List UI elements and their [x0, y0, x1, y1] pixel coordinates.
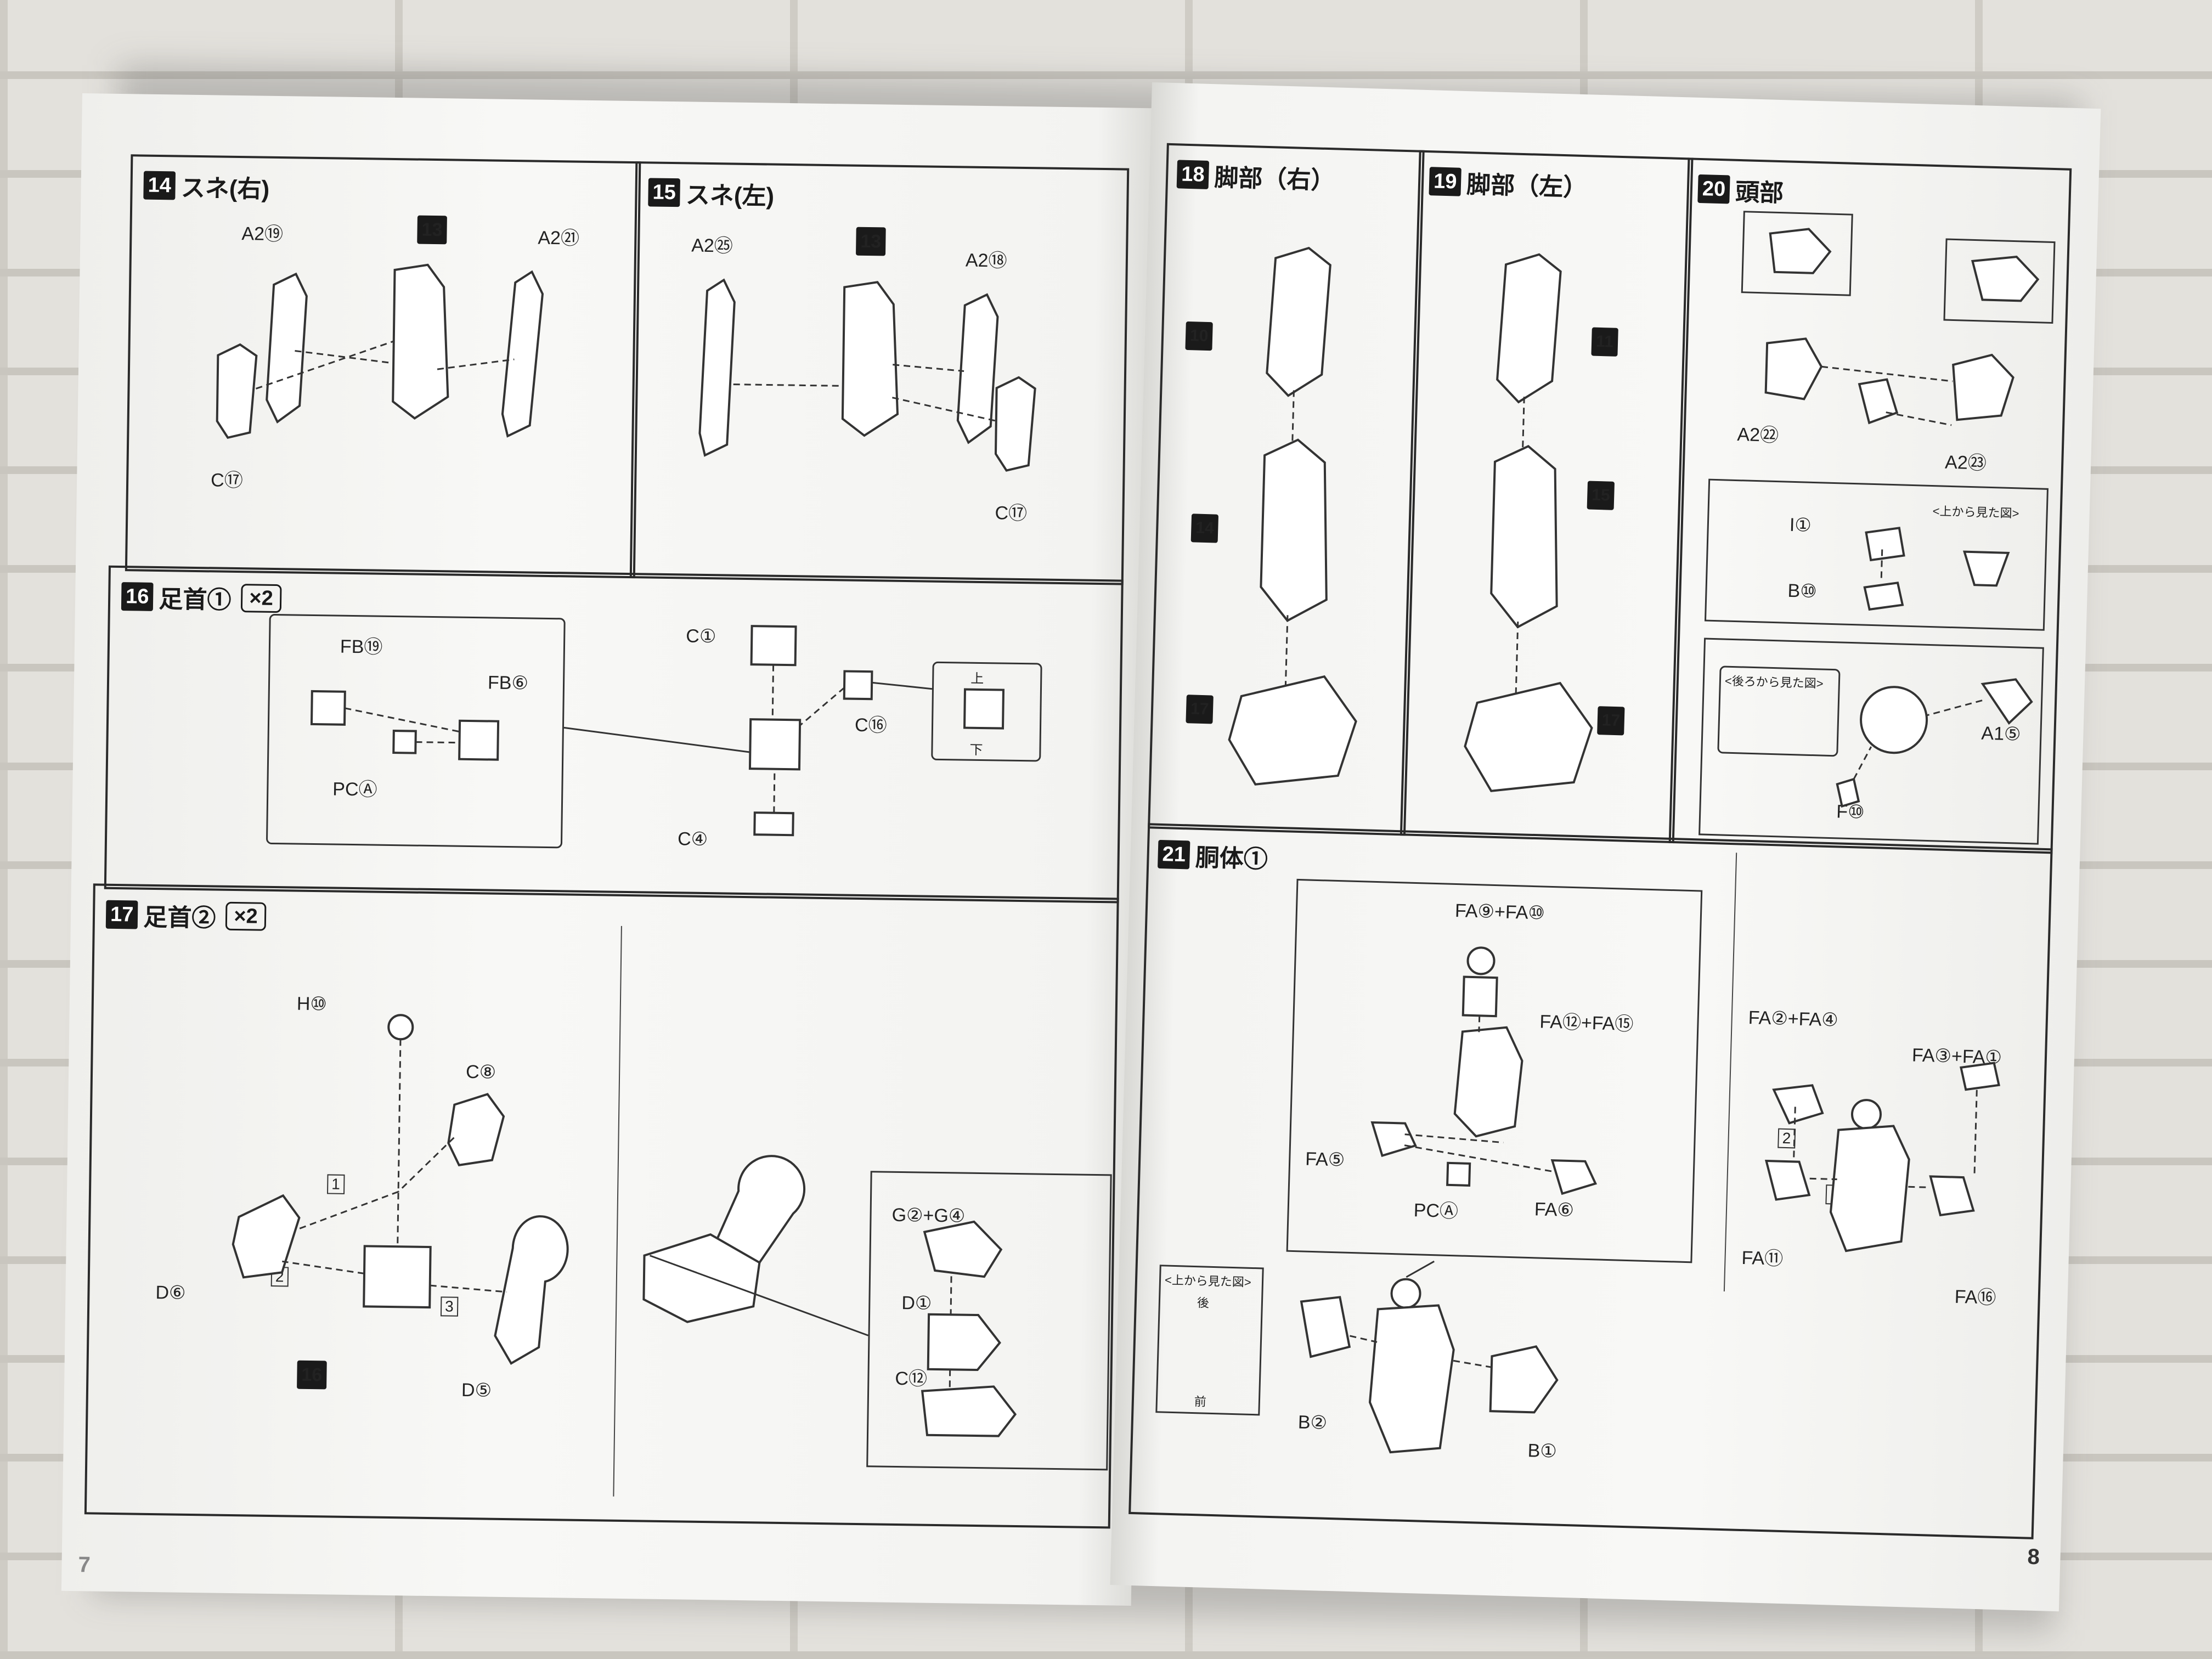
- step-21-panel: 21 胴体① FA⑨+FA⑩ FA⑫+FA⑮ FA⑤ PCⒶ FA⑥ FA②+F…: [1128, 823, 2053, 1539]
- step-15-diagram: [698, 278, 1036, 472]
- step-14-panel: 14 スネ(右) A2⑲ 13 A2㉑ C⑰: [125, 154, 641, 579]
- step-21-diagram: [1300, 853, 2000, 1454]
- right-page: 18 脚部（右） 10 14 17 19 脚部（左） 11 15 17: [1110, 82, 2101, 1612]
- step-17-diagram: [232, 926, 1017, 1497]
- step-14-diagram: [216, 263, 544, 439]
- step-18-panel: 18 脚部（右） 10 14 17: [1148, 143, 1425, 836]
- left-page: 14 スネ(右) A2⑲ 13 A2㉑ C⑰ 15 スネ(左) A2㉕: [61, 93, 1152, 1606]
- step-15-panel: 15 スネ(左) A2㉕ 13 A2⑱ C⑰: [629, 161, 1130, 585]
- step-19-diagram: [1464, 253, 1593, 792]
- step-17-panel: 17 足首② ×2 H⑩ C⑧ D⑥ 16 D⑤ 1 2 3 G②+G④ D① …: [84, 883, 1119, 1529]
- step-18-diagram: [1228, 246, 1357, 786]
- page-number: 8: [2027, 1544, 2040, 1570]
- page-number: 7: [78, 1553, 91, 1577]
- step-20-diagram: [1764, 228, 2040, 808]
- step-20-panel: 20 頭部 A2㉒ A2㉓ I① B⑩ <上から見た図> <後ろから見た図> A…: [1668, 157, 2072, 854]
- step-19-panel: 19 脚部（左） 11 15 17: [1400, 150, 1694, 844]
- step-16-diagram: [310, 625, 1005, 837]
- step-16-panel: 16 足首① ×2 FB⑲ FB⑥ PCⒶ C① C⑯ C④ 上 下: [104, 565, 1124, 904]
